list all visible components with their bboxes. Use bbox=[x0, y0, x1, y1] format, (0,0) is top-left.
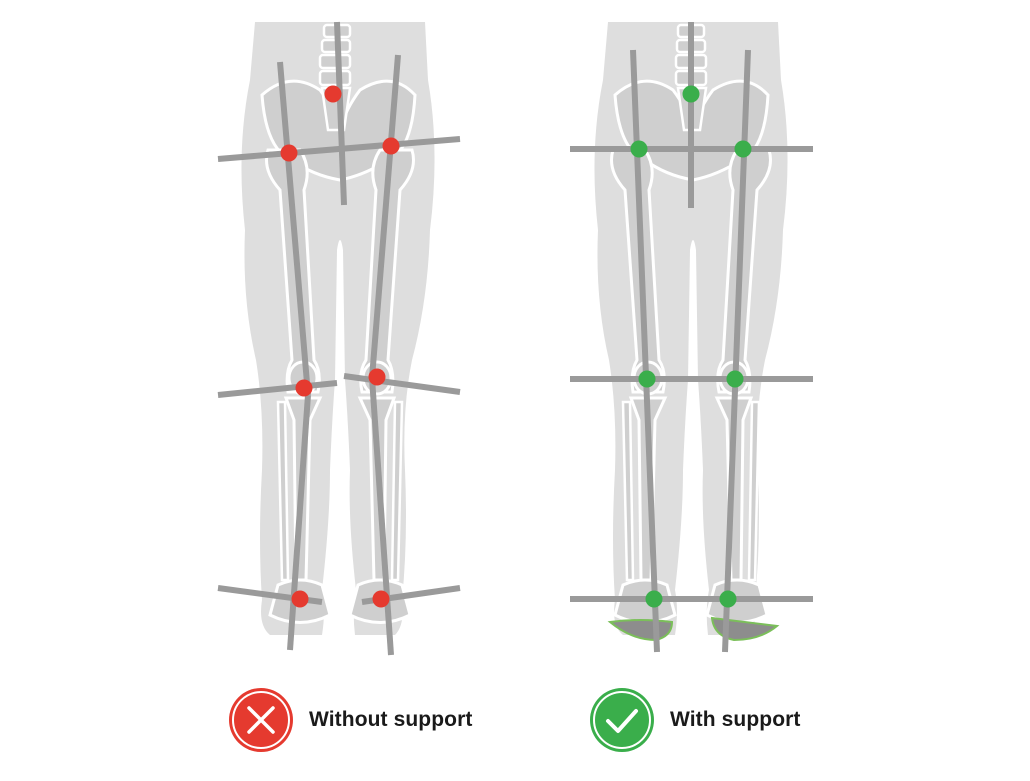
legend-label-with-support: With support bbox=[670, 708, 801, 731]
joint-point-left-hip bbox=[280, 144, 298, 162]
misaligned-joint-points bbox=[280, 85, 400, 608]
joint-point-left-knee bbox=[295, 379, 313, 397]
joint-point-right-hip bbox=[734, 140, 752, 158]
legend-label-without-support: Without support bbox=[309, 708, 473, 731]
joint-point-left-knee bbox=[638, 370, 656, 388]
right-insole bbox=[710, 616, 780, 642]
joint-point-right-ankle bbox=[372, 590, 390, 608]
joint-point-left-ankle bbox=[291, 590, 309, 608]
legend-with-support: With support bbox=[590, 688, 800, 752]
figure-with-support bbox=[570, 22, 813, 653]
joint-point-right-knee bbox=[368, 368, 386, 386]
joint-point-spine bbox=[324, 85, 342, 103]
joint-point-left-hip bbox=[630, 140, 648, 158]
joint-point-right-ankle bbox=[719, 590, 737, 608]
joint-point-left-ankle bbox=[645, 590, 663, 608]
legend-without-support: Without support bbox=[229, 688, 472, 752]
x-cross-icon bbox=[229, 688, 293, 752]
figure-without-support bbox=[217, 21, 461, 656]
checkmark-icon bbox=[590, 688, 654, 752]
joint-point-right-hip bbox=[382, 137, 400, 155]
joint-point-spine bbox=[682, 85, 700, 103]
aligned-joint-points bbox=[630, 85, 752, 608]
joint-point-right-knee bbox=[726, 370, 744, 388]
